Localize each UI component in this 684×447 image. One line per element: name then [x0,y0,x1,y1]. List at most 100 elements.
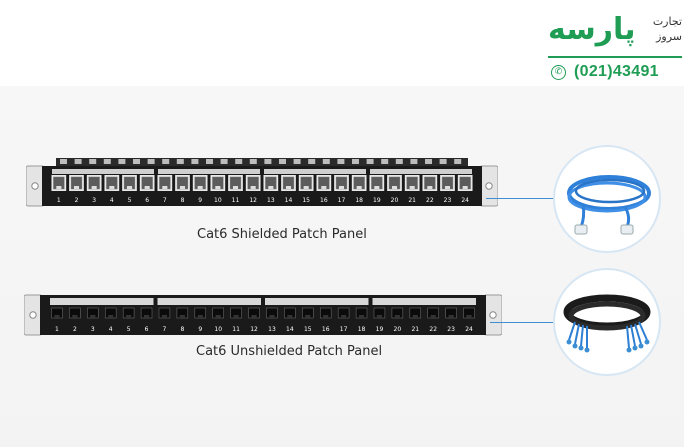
blue-patch-cable-photo [553,145,661,253]
leader-line-unshielded [490,322,556,323]
port-number-label: 16 [322,326,330,333]
port-number-label: 18 [355,197,363,204]
cable-manager-slot [74,159,82,164]
port-latch [197,315,203,318]
port-latch [73,186,80,189]
leader-line-shielded [486,198,554,199]
port-number-label: 1 [57,197,61,204]
group-label-strip [158,169,260,174]
cable-manager-slot [366,159,374,164]
port-latch [90,315,96,318]
cable-manager-slot [264,159,272,164]
port-latch [91,186,97,189]
port-latch [409,186,415,189]
cable-manager-slot [439,159,447,164]
port-latch [232,186,239,189]
port-latch [126,315,132,318]
port-number-label: 23 [447,326,455,333]
cable-manager-slot [249,159,257,164]
port-latch [444,186,451,189]
port-latch [179,315,185,318]
brand-tagline-line1: تجارت [652,15,682,28]
port-number-label: 9 [198,197,202,204]
port-number-label: 2 [73,326,77,333]
port-number-label: 4 [109,326,113,333]
port-latch [144,186,150,189]
port-number-label: 9 [198,326,202,333]
cable-manager-slot [162,159,170,164]
port-number-label: 21 [408,197,416,204]
port-number-label: 8 [180,326,184,333]
port-number-label: 18 [358,326,366,333]
port-latch [233,315,239,318]
port-number-label: 17 [340,326,348,333]
port-latch [126,186,133,189]
port-number-label: 6 [145,326,149,333]
port-latch [109,186,115,189]
port-latch [54,315,60,318]
port-latch [394,315,400,318]
port-latch [162,186,168,189]
mount-hole [29,311,37,319]
cable-manager-slot [176,159,184,164]
cable-manager-slot [220,159,228,164]
port-latch [321,186,327,189]
group-label-strip [50,298,154,305]
cable-manager-slot [454,159,462,164]
port-number-label: 15 [304,326,312,333]
cable-manager-slot [279,159,286,164]
port-latch [215,186,221,189]
cable-manager-slot [352,159,359,164]
phone-icon: ✆ [551,64,566,80]
port-number-label: 12 [250,326,258,333]
port-latch [215,315,221,318]
port-number-label: 20 [394,326,402,333]
port-number-label: 11 [232,326,240,333]
port-number-label: 14 [286,326,294,333]
blue-cable-icon [567,175,651,235]
port-number-label: 3 [92,197,96,204]
port-latch [356,186,362,189]
group-label-strip [157,298,261,305]
port-number-label: 11 [232,197,240,204]
cable-manager-slot [103,159,111,164]
port-number-label: 21 [411,326,419,333]
cable-manager-slot [60,159,67,164]
group-label-strip [264,169,366,174]
port-number-label: 24 [465,326,473,333]
mount-hole [485,182,493,190]
port-number-label: 15 [302,197,310,204]
brand-tagline: تجارت سروز [636,14,682,44]
cable-manager-slot [337,159,345,164]
port-number-label: 22 [429,326,437,333]
group-label-strip [370,169,472,174]
port-number-label: 13 [267,197,275,204]
port-latch [448,315,454,318]
phone-number: (021)43491 [574,63,659,80]
port-number-label: 16 [320,197,328,204]
background-band [0,86,684,447]
port-latch [430,315,436,318]
cable-manager-slot [293,159,301,164]
port-number-label: 4 [110,197,114,204]
cable-manager-slot [410,159,418,164]
group-label-strip [372,298,476,305]
port-latch [412,315,418,318]
port-number-label: 17 [338,197,346,204]
port-latch [374,186,380,189]
port-latch [462,186,468,189]
cable-manager-slot [425,159,432,164]
port-number-label: 13 [268,326,276,333]
port-latch [268,186,274,189]
cable-manager-slot [308,159,316,164]
port-latch [323,315,329,318]
port-latch [161,315,168,318]
port-latch [251,315,257,318]
port-latch [305,315,311,318]
port-latch [56,186,62,189]
port-number-label: 14 [285,197,293,204]
phone-contact: ✆ (021)43491 [551,63,659,81]
port-latch [287,315,293,318]
